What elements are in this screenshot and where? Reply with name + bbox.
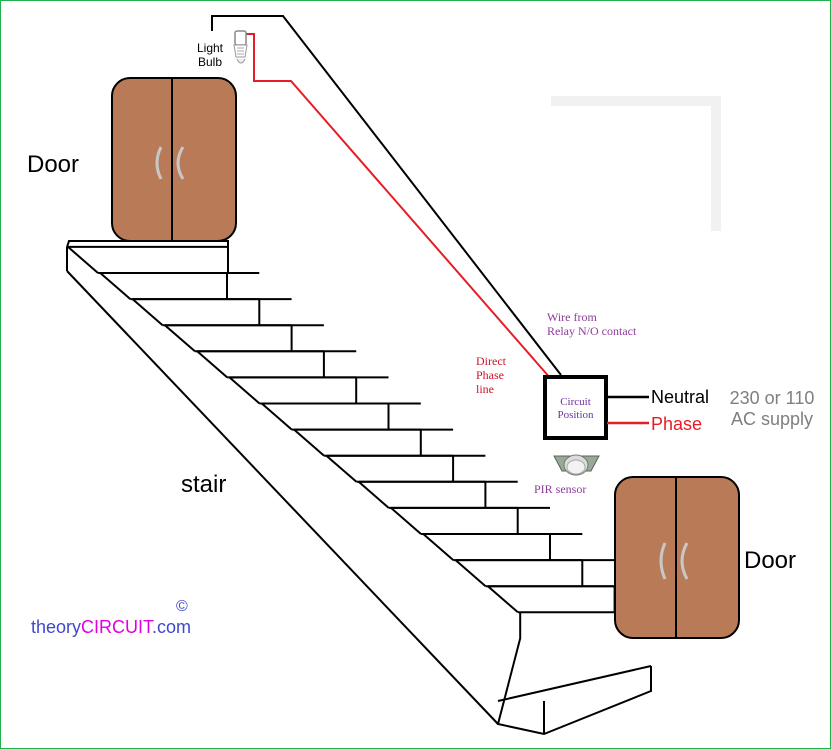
staircase xyxy=(66,240,652,736)
stair-label: stair xyxy=(181,471,227,498)
ac-supply-label-line1: 230 or 110 xyxy=(729,388,815,408)
direct-phase-label-line2: Phase xyxy=(476,367,504,382)
direct-phase-label-line3: line xyxy=(476,381,494,396)
stair-edge xyxy=(390,507,422,535)
relay-wire-label: Wire from Relay N/O contact xyxy=(547,310,637,339)
stair-edge xyxy=(196,350,228,379)
door-bottom xyxy=(614,476,740,639)
neutral-label: Neutral xyxy=(651,387,710,407)
light-bulb-label: Light Bulb xyxy=(193,41,227,70)
brand-part-circuit: CIRCUIT xyxy=(81,617,153,637)
circuit-position-label-line2: Position xyxy=(557,408,594,421)
door-top xyxy=(111,77,237,242)
stair-side-bottom xyxy=(66,270,499,725)
stair-bottom-step xyxy=(496,612,652,736)
stair-edge xyxy=(261,402,293,431)
direct-phase-wire xyxy=(246,33,552,380)
stair-edge xyxy=(99,272,131,300)
stair-edge xyxy=(67,246,99,274)
direct-phase-label-line1: Direct xyxy=(476,354,506,368)
brand-part-theory: theory xyxy=(31,617,82,637)
faint-shape xyxy=(551,96,721,231)
direct-phase-label: Direct Phase line xyxy=(476,354,506,396)
stair-edge xyxy=(487,585,519,614)
door-handle-left-icon xyxy=(155,146,163,180)
pir-sensor-label: PIR sensor xyxy=(534,482,587,496)
door-handle-right-icon xyxy=(176,146,185,180)
brand-watermark: theoryCIRCUIT.com xyxy=(31,617,191,638)
stair-bottom-tread xyxy=(497,665,652,702)
ac-supply-label: 230 or 110 AC supply xyxy=(723,388,821,429)
door-top-label: Door xyxy=(27,151,80,178)
stair-edge xyxy=(358,481,390,509)
brand-part-com: .com xyxy=(152,617,192,637)
light-bulb-icon xyxy=(233,30,248,64)
phase-label: Phase xyxy=(651,414,703,434)
relay-wire-label-line1: Wire from xyxy=(547,310,597,324)
relay-wire xyxy=(211,15,562,376)
relay-wire-label-line2: Relay N/O contact xyxy=(547,323,637,338)
circuit-box xyxy=(543,375,608,440)
pir-sensor-icon xyxy=(553,454,600,476)
door-bottom-label: Door xyxy=(744,547,797,574)
stair-edge xyxy=(228,376,261,405)
circuit-position-label: Circuit Position xyxy=(547,396,604,421)
stair-edge xyxy=(293,428,325,457)
door-handle-left-icon xyxy=(659,542,667,580)
circuit-position-label-line1: Circuit xyxy=(560,396,591,408)
ac-supply-label-line2: AC supply xyxy=(730,408,814,429)
stair-edge xyxy=(325,454,358,483)
stair-edge xyxy=(131,298,164,326)
stair-edge xyxy=(454,559,487,587)
light-bulb-label-line1: Light xyxy=(196,41,224,55)
door-handle-right-icon xyxy=(680,542,689,580)
stair-edge xyxy=(164,324,196,353)
stair-edge xyxy=(422,533,454,561)
copyright-symbol: © xyxy=(176,598,188,615)
light-bulb-label-line2: Bulb xyxy=(197,54,223,69)
